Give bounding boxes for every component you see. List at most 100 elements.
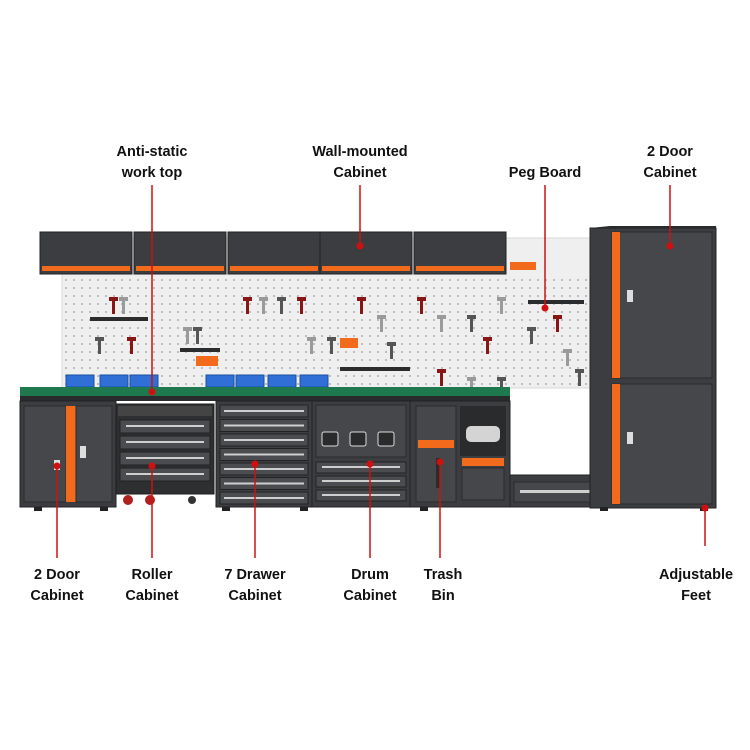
peg-hole (512, 302, 516, 306)
peg-hole (264, 302, 268, 306)
peg-hole (168, 334, 172, 338)
peg-hole (496, 350, 500, 354)
peg-hole (328, 382, 332, 386)
peg-hole (400, 318, 404, 322)
peg-hole (528, 286, 532, 290)
peg-hole (128, 286, 132, 290)
peg-hole (120, 278, 124, 282)
peg-hole (288, 366, 292, 370)
peg-hole (144, 358, 148, 362)
peg-hole (424, 326, 428, 330)
peg-hole (400, 374, 404, 378)
peg-hole (560, 358, 564, 362)
peg-hole (472, 310, 476, 314)
peg-hole (544, 350, 548, 354)
peg-hole (528, 382, 532, 386)
peg-hole (584, 318, 588, 322)
peg-hole (408, 334, 412, 338)
peg-hole (456, 334, 460, 338)
peg-hole (528, 278, 532, 282)
peg-hole (536, 286, 540, 290)
peg-hole (496, 278, 500, 282)
peg-hole (112, 278, 116, 282)
peg-hole (368, 374, 372, 378)
peg-hole (184, 310, 188, 314)
peg-hole (584, 294, 588, 298)
peg-hole (248, 294, 252, 298)
peg-hole (424, 318, 428, 322)
peg-hole (72, 294, 76, 298)
peg-hole (80, 294, 84, 298)
peg-hole (304, 278, 308, 282)
peg-hole (280, 342, 284, 346)
peg-hole (464, 334, 468, 338)
peg-hole (504, 366, 508, 370)
hanging-tool (330, 340, 333, 354)
peg-hole (312, 342, 316, 346)
peg-hole (368, 350, 372, 354)
peg-hole (112, 294, 116, 298)
roller-wheel (145, 495, 155, 505)
peg-hole (72, 310, 76, 314)
hanging-tool-head (357, 297, 366, 301)
roller-wheel (188, 496, 196, 504)
peg-hole (536, 350, 540, 354)
peg-hole (248, 326, 252, 330)
drum-tap (321, 431, 339, 447)
peg-hole (264, 310, 268, 314)
peg-hole (536, 310, 540, 314)
peg-hole (96, 326, 100, 330)
wall-mounted-cabinets (39, 231, 536, 275)
peg-hole (424, 302, 428, 306)
drawer-handle (224, 439, 304, 441)
hanging-tool (122, 300, 125, 314)
peg-hole (504, 350, 508, 354)
peg-hole (496, 342, 500, 346)
peg-hole (64, 342, 68, 346)
drawer-handle (224, 410, 304, 412)
peg-hole (488, 278, 492, 282)
peg-hole (568, 310, 572, 314)
peg-hole (280, 286, 284, 290)
peg-hole (272, 350, 276, 354)
peg-hole (256, 278, 260, 282)
peg-hole (576, 366, 580, 370)
peg-hole (336, 366, 340, 370)
peg-hole (336, 302, 340, 306)
peg-hole (192, 318, 196, 322)
peg-hole (264, 326, 268, 330)
peg-hole (512, 342, 516, 346)
peg-hole (520, 310, 524, 314)
peg-hole (152, 318, 156, 322)
peg-hole (576, 350, 580, 354)
peg-hole (472, 286, 476, 290)
peg-hole (240, 358, 244, 362)
peg-hole (136, 366, 140, 370)
hanging-tool-head (437, 315, 446, 319)
peg-hole (296, 350, 300, 354)
peg-hole (448, 366, 452, 370)
peg-hole (376, 302, 380, 306)
peg-hole (512, 326, 516, 330)
peg-hole (112, 326, 116, 330)
peg-hole (88, 310, 92, 314)
peg-hole (232, 342, 236, 346)
peg-hole (456, 286, 460, 290)
peg-hole (560, 278, 564, 282)
peg-hole (464, 278, 468, 282)
peg-hole (128, 310, 132, 314)
peg-hole (88, 350, 92, 354)
peg-hole (368, 318, 372, 322)
peg-hole (432, 294, 436, 298)
peg-hole (504, 326, 508, 330)
peg-hole (368, 326, 372, 330)
hanging-tool-head (387, 342, 396, 346)
peg-hole (248, 310, 252, 314)
hanging-tool-head (243, 297, 252, 301)
peg-hole (576, 286, 580, 290)
peg-hole (552, 382, 556, 386)
peg-hole (264, 374, 268, 378)
peg-hole (496, 286, 500, 290)
